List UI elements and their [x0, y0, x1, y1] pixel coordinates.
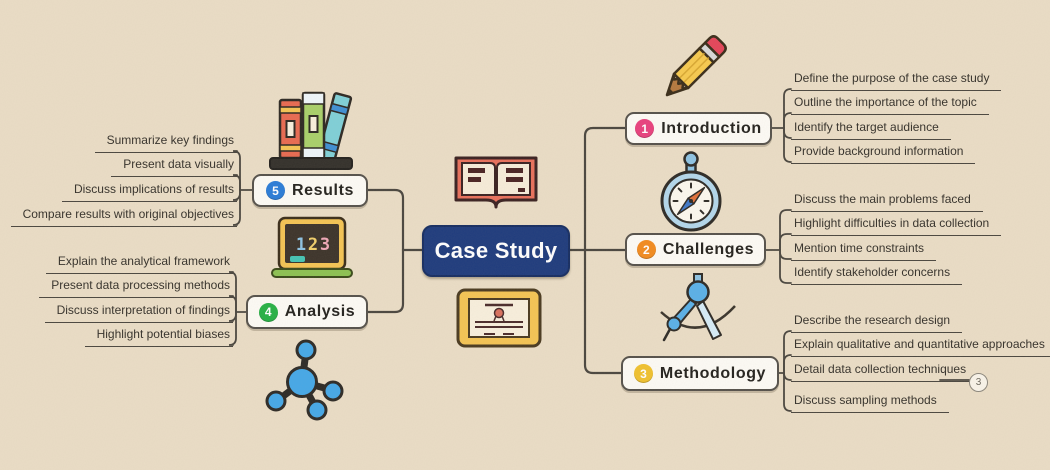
subtopic-challenges-3[interactable]: Mention time constraints [791, 240, 937, 261]
subtopic-introduction-1[interactable]: Define the purpose of the case study [791, 70, 1002, 91]
analysis-number-badge: 4 [258, 302, 278, 322]
subtopic-results-1[interactable]: Summarize key findings [94, 132, 237, 153]
introduction-number-badge: 1 [635, 119, 655, 138]
subtopic-methodology-4[interactable]: Discuss sampling methods [791, 392, 949, 413]
subtopic-analysis-2[interactable]: Present data processing methods [39, 277, 233, 298]
svg-text:3: 3 [320, 235, 330, 255]
topic-results[interactable]: 5 Results [252, 174, 368, 207]
methodology-label: Methodology [659, 364, 767, 382]
bookshelf-icon [269, 91, 353, 170]
subtopic-introduction-3[interactable]: Identify the target audience [791, 119, 951, 140]
challenges-label: Challenges [662, 240, 755, 258]
subtopic-introduction-2[interactable]: Outline the importance of the topic [791, 94, 989, 115]
drafting-compass-icon [660, 273, 736, 342]
svg-text:1: 1 [296, 235, 306, 255]
subtopic-methodology-1[interactable]: Describe the research design [791, 312, 963, 333]
subtopic-methodology-2[interactable]: Explain qualitative and quantitative app… [791, 336, 1050, 357]
introduction-label: Introduction [661, 119, 762, 137]
compass-icon [660, 151, 722, 232]
subtopic-methodology-3[interactable]: Detail data collection techniques [791, 361, 979, 382]
subtopic-challenges-2[interactable]: Highlight difficulties in data collectio… [791, 215, 1002, 236]
subtopic-results-3[interactable]: Discuss implications of results [61, 181, 237, 202]
subtopic-analysis-4[interactable]: Highlight potential biases [84, 326, 233, 347]
methodology-number-badge: 3 [633, 364, 653, 383]
subtopic-analysis-1[interactable]: Explain the analytical framework [45, 253, 233, 274]
collapsed-children-indicator[interactable]: 3 [969, 373, 988, 392]
chalkboard-123-icon: 1 2 3 [271, 216, 353, 278]
subtopic-introduction-4[interactable]: Provide background information [791, 143, 976, 164]
subtopic-challenges-4[interactable]: Identify stakeholder concerns [791, 264, 963, 285]
results-number-badge: 5 [266, 181, 285, 200]
subtopic-challenges-1[interactable]: Discuss the main problems faced [791, 191, 983, 212]
results-label: Results [292, 181, 354, 199]
subtopic-results-4[interactable]: Compare results with original objectives [10, 206, 237, 227]
svg-text:2: 2 [308, 235, 318, 255]
analysis-label: Analysis [284, 303, 356, 320]
central-topic-label: Case Study [434, 238, 558, 263]
topic-analysis[interactable]: 4 Analysis [246, 295, 368, 329]
challenges-number-badge: 2 [636, 240, 656, 259]
open-book-icon [454, 156, 538, 209]
molecule-icon [265, 339, 344, 421]
subtopic-analysis-3[interactable]: Discuss interpretation of findings [44, 302, 233, 323]
topic-challenges[interactable]: 2 Challenges [625, 233, 766, 266]
pencil-icon [665, 35, 727, 97]
topic-methodology[interactable]: 3 Methodology [621, 356, 779, 391]
certificate-icon [456, 288, 542, 348]
central-topic-case-study[interactable]: Case Study [422, 225, 570, 277]
subtopic-results-2[interactable]: Present data visually [111, 156, 237, 177]
